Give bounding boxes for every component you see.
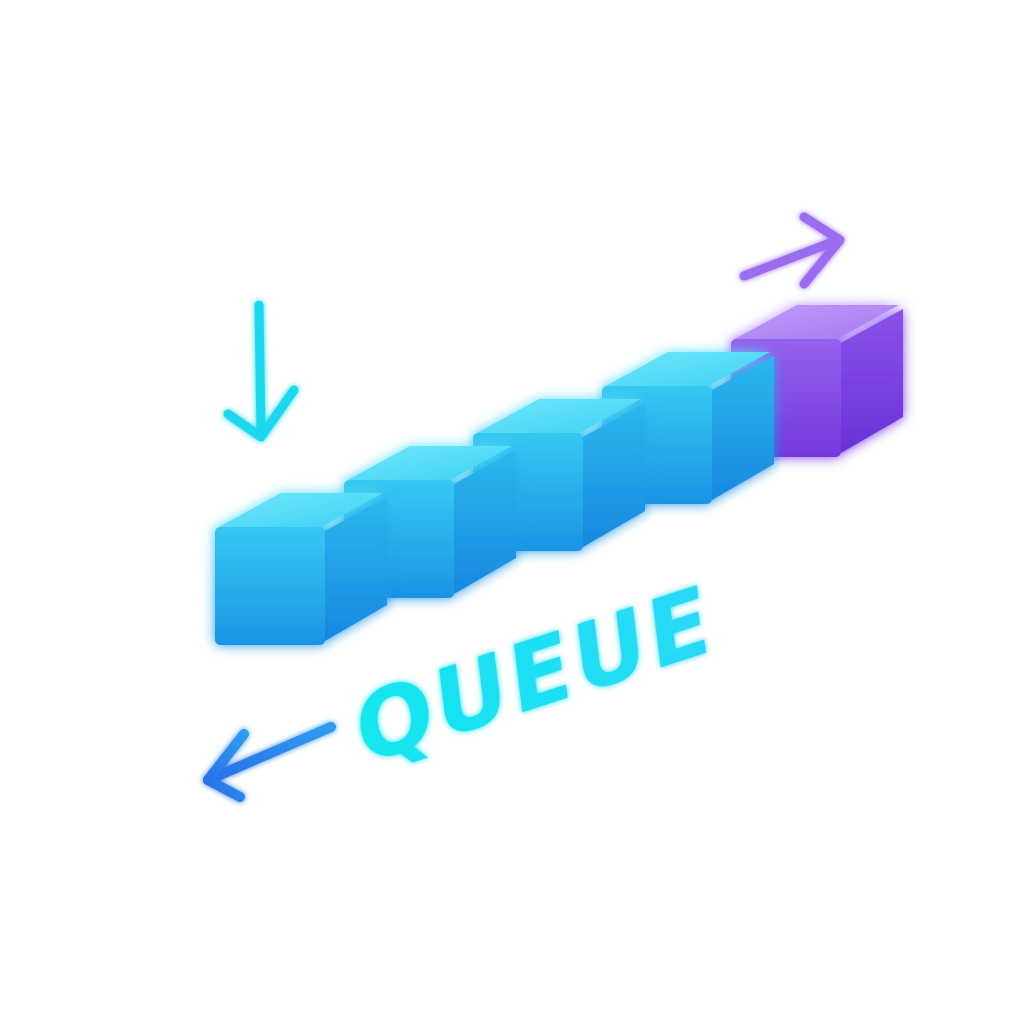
- cube-top-face: [477, 399, 641, 433]
- queue-label: QUEUE: [341, 566, 729, 783]
- cube-top-face: [219, 493, 383, 527]
- arrow-down-icon: [223, 300, 299, 442]
- cube-side-face: [841, 309, 903, 453]
- arrow-left-icon: [203, 722, 336, 802]
- arrow-right-icon: [739, 212, 845, 289]
- cube-side-face: [325, 497, 387, 641]
- cube-top-face: [735, 305, 899, 339]
- cube-side-face: [454, 450, 516, 594]
- cube-side-face: [583, 403, 645, 547]
- cube-top-face: [606, 352, 770, 386]
- cube-top-face: [348, 446, 512, 480]
- queue-items: [215, 305, 903, 645]
- queue-item-1: [215, 493, 387, 645]
- cube-side-face: [712, 356, 774, 500]
- cube-front-face: [215, 527, 325, 645]
